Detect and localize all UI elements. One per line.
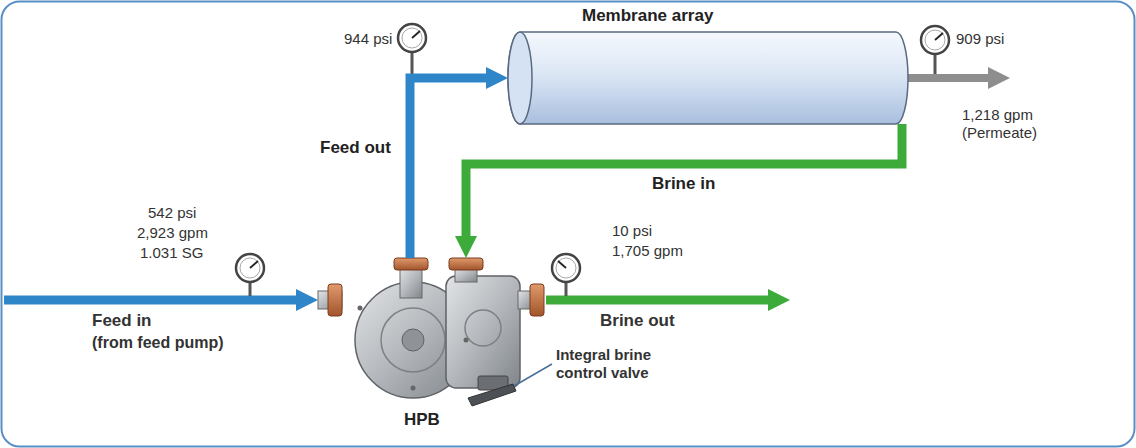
feed-in-pipe [4,296,304,305]
brine-out-flange [530,284,544,316]
bolt [464,338,469,343]
stream-name: Feed out [317,138,394,158]
part-callout: Integral brine control valve [556,346,686,382]
brine-in-flange [449,258,483,270]
volute-ring [381,308,445,372]
pump-hub [402,329,424,351]
membrane-end [508,32,532,124]
node-title: Membrane array [582,6,914,26]
pressure-value: 10 psi [612,222,652,240]
stream-note: (from feed pump) [92,334,224,352]
pressure-value: 542 psi [148,204,196,222]
pump-unit: HPB [318,258,554,430]
leader-line [514,364,552,386]
pressure-value: 909 psi [956,30,1004,48]
membrane-cylinder [508,32,908,124]
gravity-value: 1.031 SG [140,244,203,262]
valve-lever [468,384,516,406]
turbine-housing [446,276,520,388]
pump-illustration [318,258,544,406]
stream-name: Brine out [600,312,675,330]
pressure-value: 944 psi [344,30,392,48]
stream-name: Brine in [649,174,718,194]
node-title: HPB [404,410,554,430]
inlet-flange [328,284,342,316]
membrane-array: Membrane array [508,6,914,124]
outlet-neck [400,268,422,298]
pressure-gauge [921,26,949,74]
pressure-gauge [398,24,426,74]
stream-name: Feed in [92,312,152,330]
outlet-flange [394,258,428,270]
housing-boss [465,310,501,346]
brine-out-pipe [546,296,776,305]
flow-value: 1,705 gpm [612,242,683,260]
pressure-gauge [236,254,264,296]
bolt [411,386,416,391]
flow-value: 1,218 gpm (Permeate) [962,106,1054,142]
brine-in-pipe [466,124,902,244]
flow-value: 2,923 gpm [137,224,208,242]
bolt [358,306,363,311]
permeate-pipe [908,74,996,82]
pressure-gauge [552,254,580,296]
